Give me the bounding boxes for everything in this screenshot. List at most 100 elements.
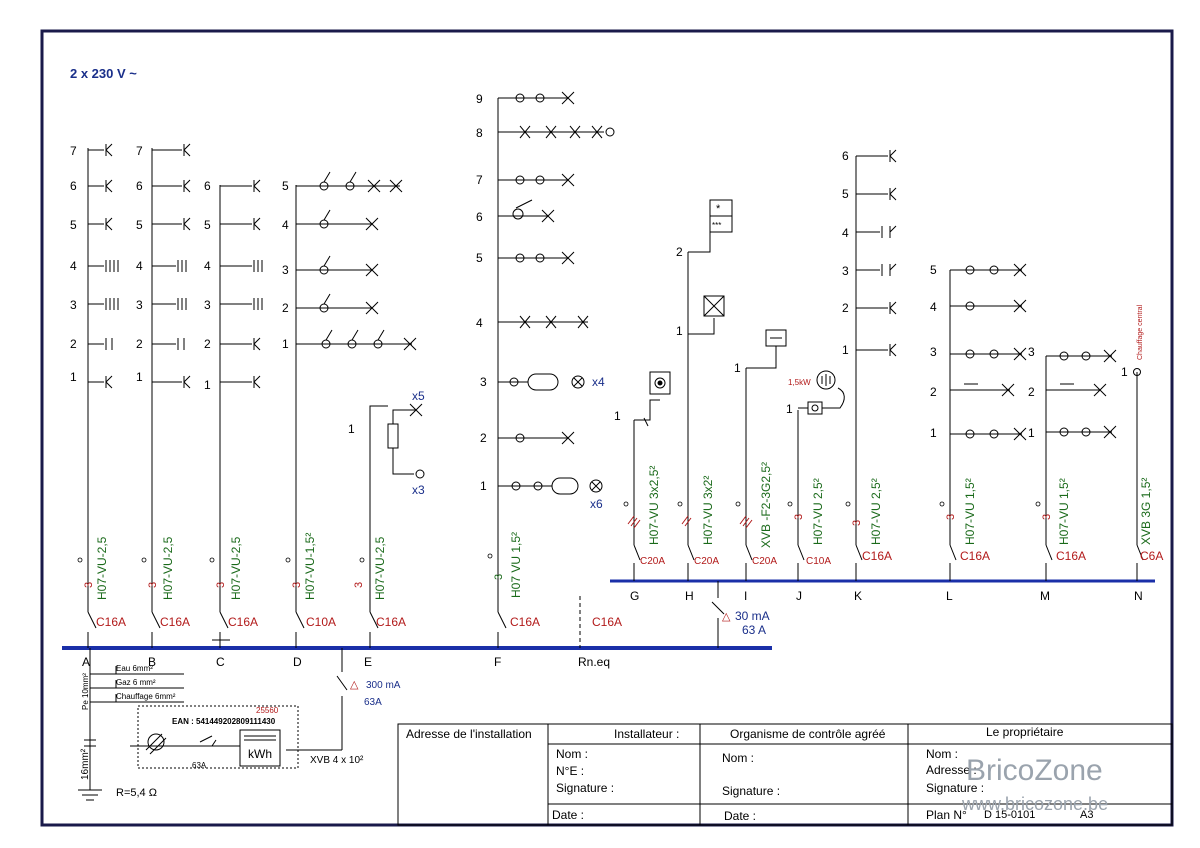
circuit-e-multiplier-x5: x5 (412, 389, 425, 403)
differential-300-rating: 63A (364, 697, 382, 708)
cable-section-l: H07-VU 1,5² (963, 478, 977, 545)
cable-sections: H07-VU-2,5 H07-VU-2,5 H07-VU-2,5 H07-VU-… (95, 462, 1153, 600)
differential-300-sensitivity: 300 mA (366, 680, 401, 691)
watermark-brand: BricoZone (966, 754, 1103, 787)
cable-section-m: H07-VU 1,5² (1057, 478, 1071, 545)
supply-title: 2 x 230 V ~ (70, 66, 137, 81)
circuit-letter-d: D (293, 655, 302, 669)
cable-section-c: H07-VU-2,5 (229, 536, 243, 600)
circuit-h-appliances (688, 199, 733, 335)
cable-section-i: XVB -F2-3G2,5² (759, 462, 773, 548)
circuit-b-number-5: 5 (136, 218, 143, 232)
title-block (397, 723, 1173, 826)
circuit-e-multiplier-x3: x3 (412, 483, 425, 497)
circuit-c-number-5: 5 (204, 218, 211, 232)
table-owner-adresse: Adresse : (926, 763, 977, 777)
breaker-rating-i: C20A (752, 556, 777, 567)
circuit-l-number-1: 1 (930, 426, 937, 440)
table-address-header: Adresse de l'installation (406, 727, 532, 741)
circuit-f-multiplier-x6: x6 (590, 497, 603, 511)
circuit-j-number-1: 1 (786, 402, 793, 416)
cable-hash-marks (627, 515, 753, 529)
cable-section-b: H07-VU-2,5 (161, 536, 175, 600)
breaker-rating-b: C16A (160, 615, 190, 629)
breaker-rating-c: C16A (228, 615, 258, 629)
circuit-letter-h: H (685, 589, 694, 603)
circuit-f-number-5: 5 (476, 251, 483, 265)
circuit-a-number-5: 5 (70, 218, 77, 232)
circuit-c-outlets (220, 179, 263, 389)
breaker-rating-a: C16A (96, 615, 126, 629)
circuit-k-number-6: 6 (842, 149, 849, 163)
circuit-d-number-2: 2 (282, 301, 289, 315)
cable-section-g: H07-VU 3x2,5² (647, 466, 661, 545)
differential-300-triangle-icon: △ (350, 679, 359, 691)
earth-water-label: Eau 6mm² (116, 664, 153, 673)
circuit-f-number-6: 6 (476, 210, 483, 224)
circuit-d-number-4: 4 (282, 218, 289, 232)
circuit-c-number-2: 2 (204, 337, 211, 351)
circuit-d-numbers: 5 4 3 2 1 (282, 179, 289, 351)
circuit-c-numbers: 6 5 4 3 2 1 (204, 179, 211, 392)
circuit-l-number-4: 4 (930, 300, 937, 314)
circuit-letter-m: M (1040, 589, 1050, 603)
circuit-d-number-5: 5 (282, 179, 289, 193)
circuit-l-numbers: 5 4 3 2 1 (930, 263, 937, 440)
meter-unit: kWh (248, 747, 272, 761)
earth-gas-label: Gaz 6 mm² (116, 678, 156, 687)
wire-count-m: 3 (1041, 514, 1053, 520)
cable-section-d: H07-VU-1,5² (303, 533, 317, 600)
meter-number: 25560 (256, 706, 279, 715)
circuit-e-number-1: 1 (348, 422, 355, 436)
wire-count-c: 3 (215, 582, 227, 588)
differential-30-rating: 63 A (742, 623, 766, 637)
circuit-n-terminal (1133, 368, 1141, 376)
watermark-url: www.bricozone.be (961, 794, 1108, 814)
circuit-k-number-5: 5 (842, 187, 849, 201)
cable-section-k: H07-VU 2,5² (869, 478, 883, 545)
circuit-letter-g: G (630, 589, 639, 603)
circuit-c-number-4: 4 (204, 259, 211, 273)
breaker-ratings: C16A C16A C16A C10A C16A C16A C16A C20A … (96, 549, 1163, 629)
circuit-risers (87, 98, 1138, 612)
breaker-drops (87, 544, 1144, 750)
circuit-g-appliance (634, 371, 671, 427)
circuit-h-appliance-symbol: * (716, 203, 721, 215)
circuit-a-number-2: 2 (70, 337, 77, 351)
wire-count-j: 3 (793, 514, 805, 520)
circuit-e-device (369, 403, 425, 479)
table-inspection-nom: Nom : (722, 751, 754, 765)
table-plan-label: Plan N° (926, 808, 967, 822)
circuit-c-number-3: 3 (204, 298, 211, 312)
circuit-letter-n: N (1134, 589, 1143, 603)
circuit-g-number-1: 1 (614, 409, 621, 423)
circuit-j-heater (798, 370, 845, 415)
circuit-f-number-4: 4 (476, 316, 483, 330)
circuit-f-lighting (498, 91, 615, 495)
circuit-b-number-3: 3 (136, 298, 143, 312)
circuit-f-number-1: 1 (480, 479, 487, 493)
cable-section-e: H07-VU-2,5 (373, 536, 387, 600)
wire-count-f: 3 (493, 574, 505, 580)
circuit-a-numbers: 7 6 5 4 3 2 1 (70, 144, 77, 384)
wire-count-markers: 3 3 3 3 3 3 3 3 3 3 (83, 514, 1053, 588)
table-inspection-signature: Signature : (722, 784, 780, 798)
circuit-l-lighting (950, 263, 1027, 441)
meter-ean: EAN : 541449202809111430 (172, 717, 276, 726)
circuit-d-number-1: 1 (282, 337, 289, 351)
table-installer-nom: Nom : (556, 747, 588, 761)
circuit-d-lighting (296, 171, 417, 351)
breaker-rating-j: C10A (806, 556, 831, 567)
circuit-c-number-6: 6 (204, 179, 211, 193)
circuit-letter-f: F (494, 655, 501, 669)
breaker-rating-g: C20A (640, 556, 665, 567)
table-installer-header: Installateur : (614, 727, 679, 741)
circuit-k-number-1: 1 (842, 343, 849, 357)
circuit-d-number-3: 3 (282, 263, 289, 277)
breaker-rating-l: C16A (960, 549, 990, 563)
circuit-i-appliance (746, 329, 787, 369)
table-installer-date: Date : (552, 808, 584, 822)
circuit-k-outlets (856, 149, 897, 357)
circuit-a-number-3: 3 (70, 298, 77, 312)
